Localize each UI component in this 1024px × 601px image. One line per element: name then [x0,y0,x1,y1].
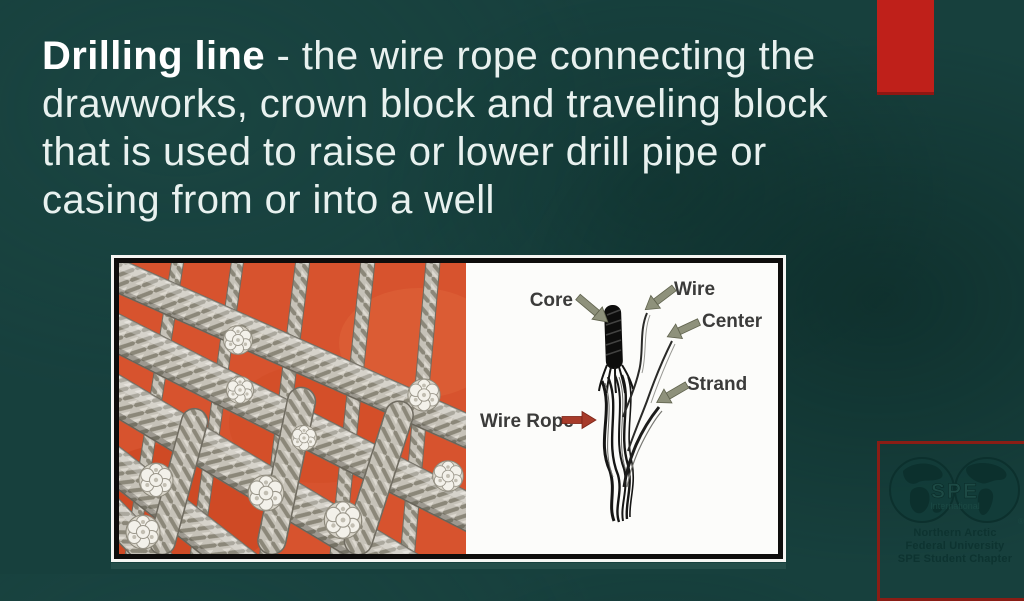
core-drawing [604,304,623,369]
wires-drawing [622,312,676,452]
wire-arrow-icon [644,284,677,311]
chapter-line-1: Northern Arctic [913,527,997,539]
text-line-4: casing from or into a well [42,178,495,222]
spe-globes-icon: SPE International ® [889,457,1024,526]
slide-text: Drilling line - the wire rope connecting… [42,32,942,224]
text-line-2: drawworks, crown block and traveling blo… [42,82,829,126]
spe-wordmark: SPE [931,480,979,503]
spe-international: International [930,501,980,511]
chapter-name: Northern Arctic Federal University SPE S… [883,527,1024,566]
wire-rope-photo [119,263,466,554]
spe-logo-box: SPE International ® Northern Arctic Fede… [877,441,1024,601]
wire-rope-diagram: Core Wire Center Strand Wire Rope [466,263,778,554]
wire-rope-arrow-icon [561,410,597,430]
text-line-3: that is used to raise or lower drill pip… [42,130,767,174]
label-strand: Strand [687,374,747,395]
registered-mark: ® [1018,517,1024,526]
label-core: Core [530,290,573,311]
label-center: Center [702,311,763,332]
chapter-line-3: SPE Student Chapter [897,553,1013,565]
text-line-1-rest: - the wire rope connecting the [265,34,816,78]
figure-frame: Core Wire Center Strand Wire Rope [111,255,786,562]
figure-frame-inner: Core Wire Center Strand Wire Rope [114,258,783,559]
text-line-1: Drilling line - the wire rope connecting… [42,32,942,80]
frame-shadow [111,563,786,569]
term-drilling-line: Drilling line [42,34,265,78]
accent-bar [877,0,934,95]
strand-arrow-icon [656,381,690,404]
center-arrow-icon [666,318,702,340]
chapter-line-2: Federal University [905,540,1005,552]
core-arrow-icon [575,293,609,323]
diagram-arrows [575,284,702,404]
strand-drawing [622,406,663,488]
label-wire: Wire [674,279,715,300]
label-wire-rope: Wire Rope [480,411,574,432]
